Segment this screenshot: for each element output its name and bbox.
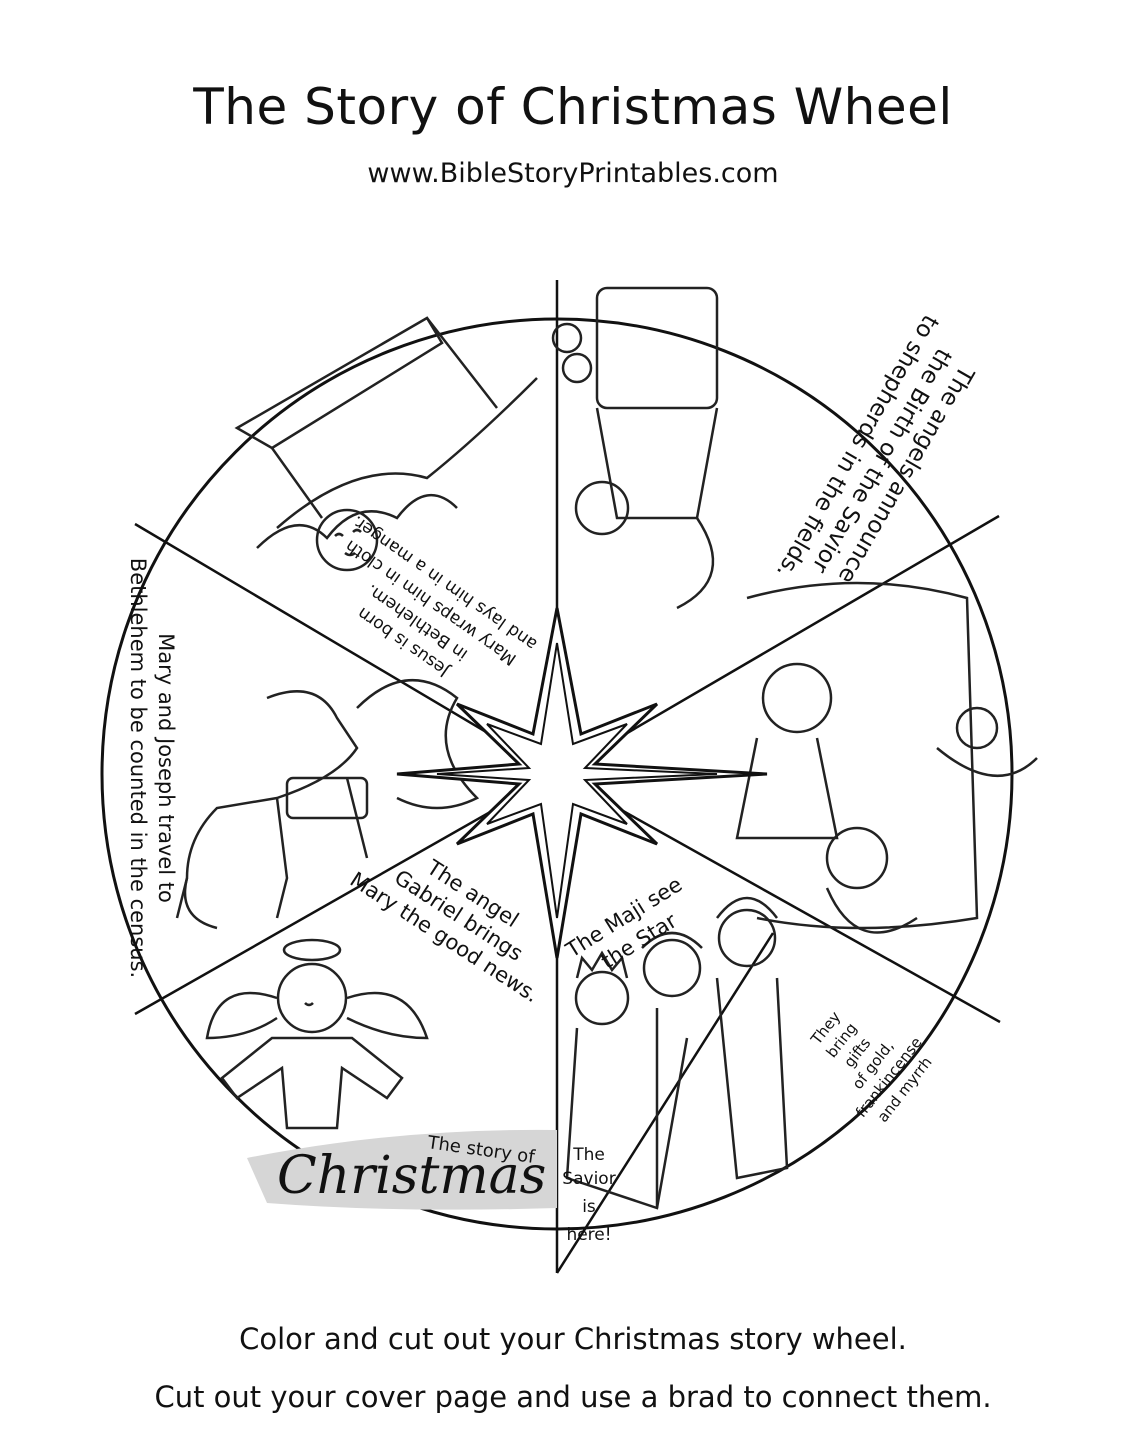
caption-savior: The Savior is here! bbox=[562, 1145, 615, 1245]
website-url: www.BibleStoryPrintables.com bbox=[367, 158, 779, 189]
instruction-line-1: Color and cut out your Christmas story w… bbox=[239, 1322, 907, 1356]
svg-text:is: is bbox=[582, 1197, 596, 1217]
svg-text:Mary and Joseph travel to: Mary and Joseph travel to bbox=[154, 633, 178, 903]
angel-icon bbox=[205, 938, 429, 1130]
manger-icon bbox=[234, 316, 538, 572]
caption-angels: The angels announce the Birth of the Sav… bbox=[771, 310, 979, 587]
caption-manger: Jesus is born in Bethlehem. Mary wraps h… bbox=[342, 511, 541, 681]
svg-text:here!: here! bbox=[566, 1225, 611, 1245]
donkey-icon bbox=[175, 679, 480, 930]
caption-travel: Mary and Joseph travel to Bethlehem to b… bbox=[126, 558, 178, 978]
instruction-line-2: Cut out your cover page and use a brad t… bbox=[154, 1380, 992, 1414]
caption-maji: The Maji see the Star bbox=[561, 872, 686, 973]
svg-text:The: The bbox=[572, 1145, 605, 1165]
page-title: The Story of Christmas Wheel bbox=[193, 78, 953, 136]
banner-big-text: Christmas bbox=[277, 1146, 546, 1206]
shepherd-icon bbox=[551, 286, 719, 610]
eight-point-star-icon bbox=[396, 607, 768, 959]
svg-text:Savior: Savior bbox=[562, 1169, 615, 1189]
holy-family-icon bbox=[735, 581, 1038, 934]
caption-gabriel: The angel Gabriel brings Mary the good n… bbox=[346, 855, 544, 1007]
caption-gifts: They bring gifts of gold, frankincense a… bbox=[807, 1008, 936, 1126]
story-wheel: The angels announce the Birth of the Sav… bbox=[100, 280, 1038, 1274]
wise-men-icon bbox=[565, 896, 789, 1210]
banner-background bbox=[247, 1129, 557, 1210]
svg-text:Bethlehem to be counted in the: Bethlehem to be counted in the census. bbox=[126, 558, 150, 978]
